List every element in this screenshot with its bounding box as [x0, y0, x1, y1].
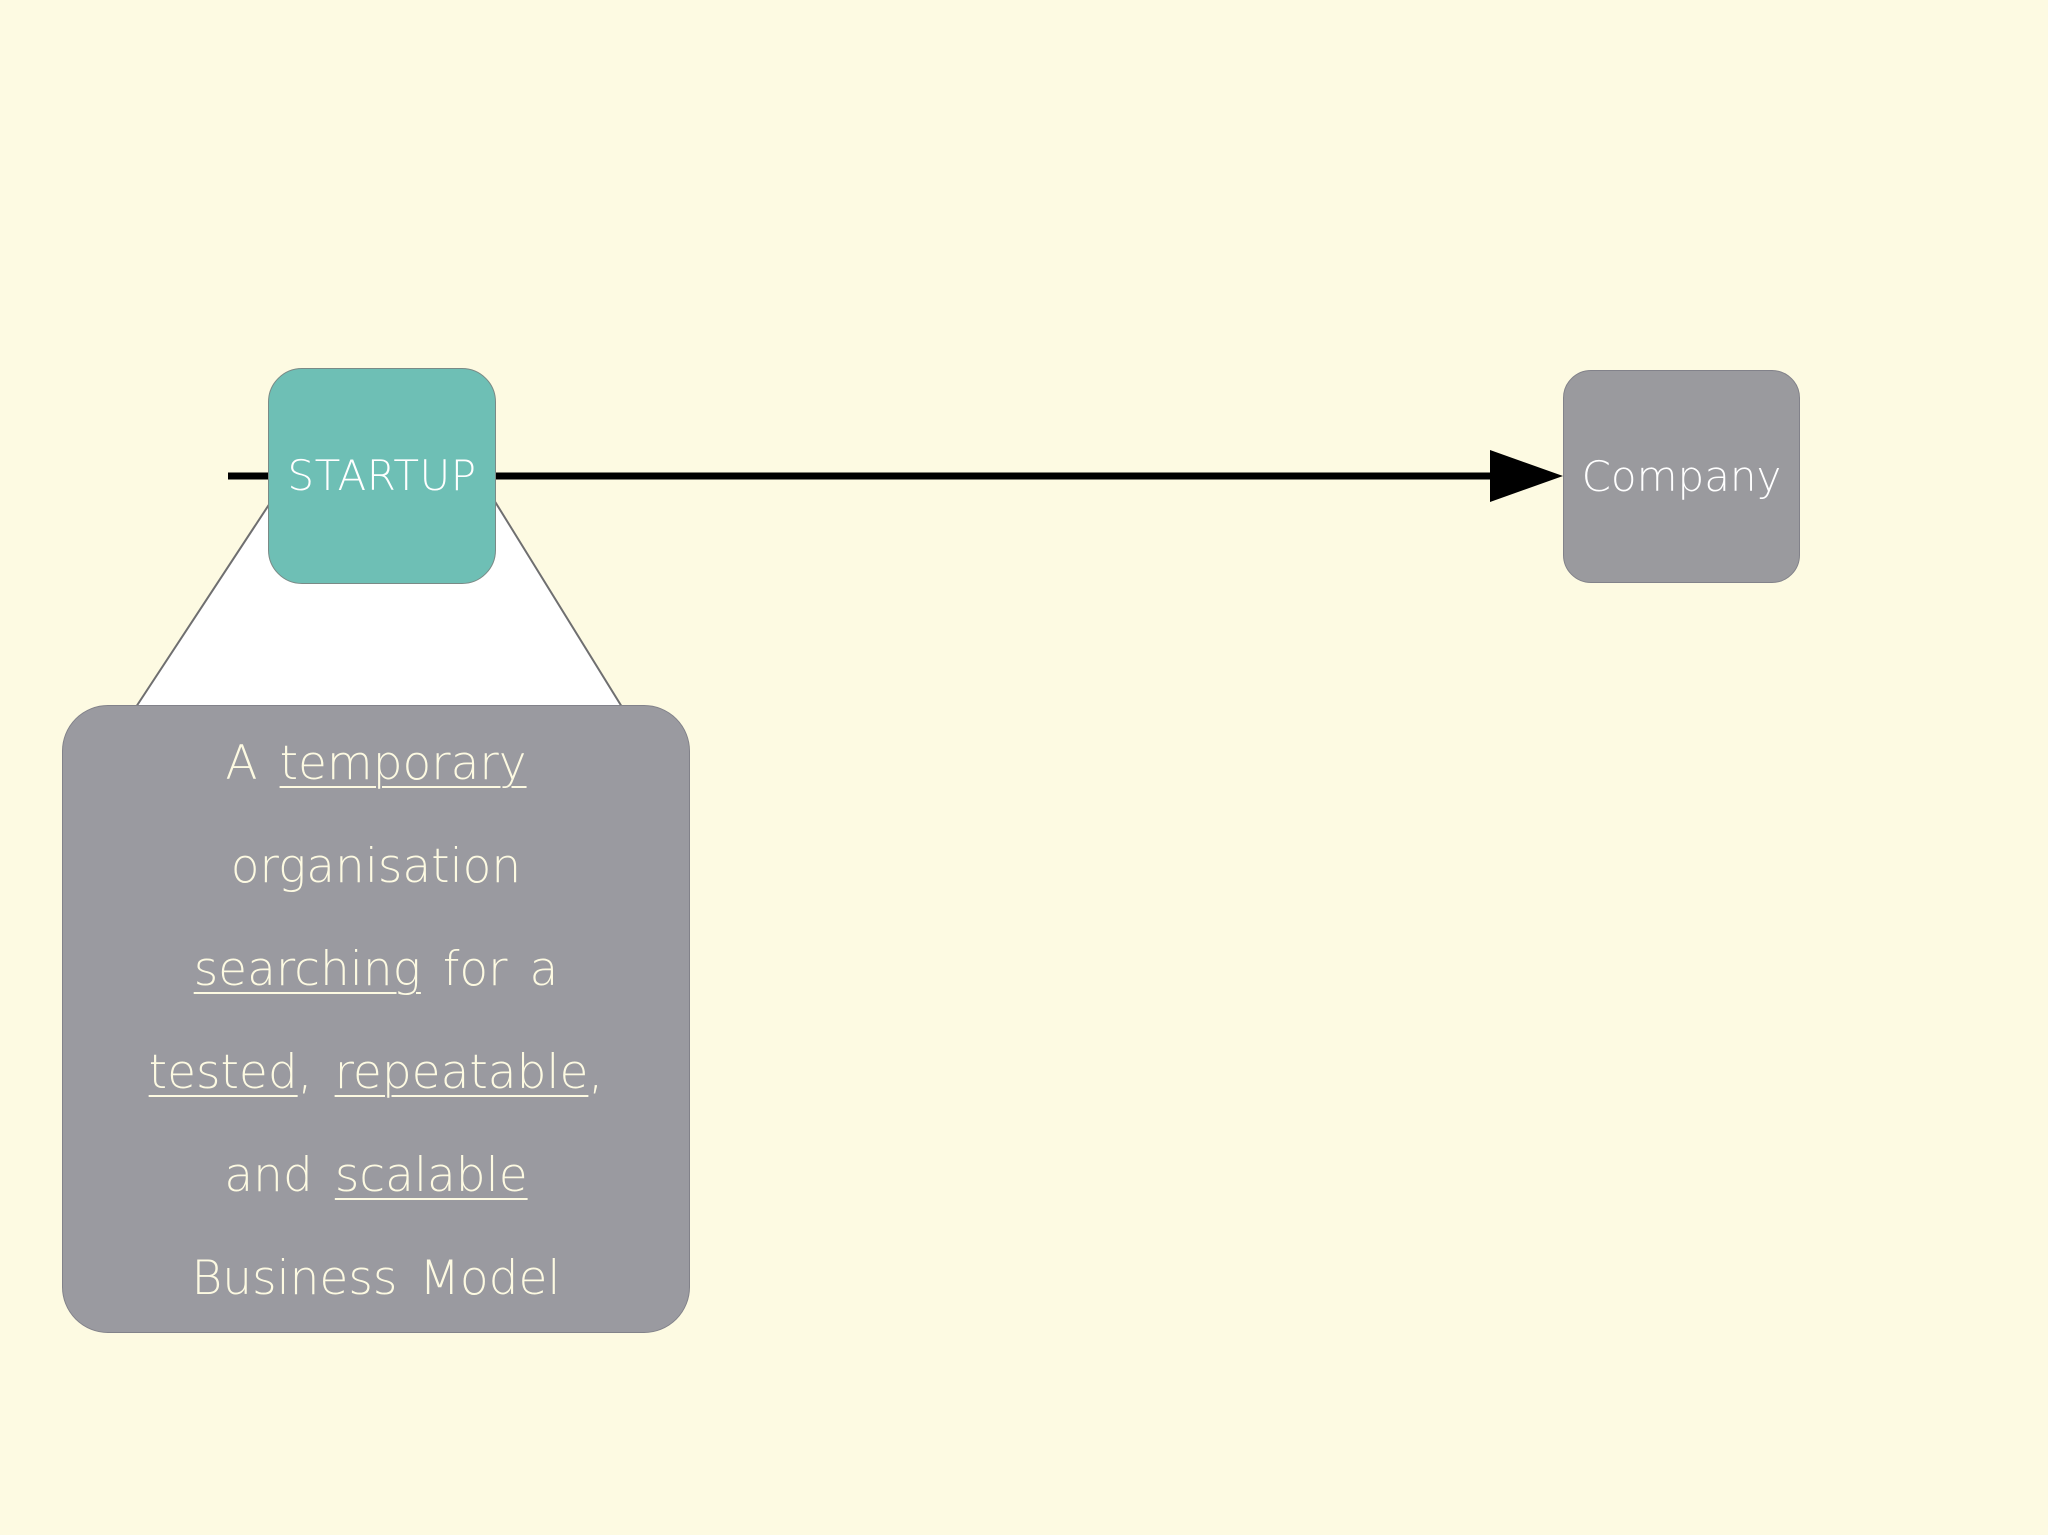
node-company[interactable]: Company: [1563, 370, 1800, 583]
callout-comma-2: ,: [588, 1045, 604, 1100]
arrowhead-icon: [1490, 450, 1563, 502]
callout-word-scalable: scalable: [334, 1148, 528, 1203]
callout-word-business: Business: [191, 1251, 398, 1306]
callout-word-repeatable: repeatable: [334, 1045, 589, 1100]
node-startup-label: STARTUP: [287, 451, 477, 500]
callout-word-for: for: [442, 942, 508, 997]
callout-line-4: tested,repeatable,: [149, 1021, 604, 1124]
node-startup[interactable]: STARTUP: [268, 368, 496, 584]
callout-comma-1: ,: [297, 1045, 313, 1100]
callout-word-a2: a: [529, 942, 559, 997]
callout-line-6: Business Model: [192, 1227, 561, 1330]
callout-word-tested: tested: [148, 1045, 298, 1100]
callout-line-5: and scalable: [224, 1124, 527, 1227]
callout-line-2: organisation: [231, 815, 521, 918]
node-company-label: Company: [1581, 451, 1782, 501]
callout-word-and: and: [224, 1148, 313, 1203]
callout-word-a: A: [225, 736, 258, 791]
callout-word-searching: searching: [193, 942, 421, 997]
callout-word-temporary: temporary: [279, 736, 527, 791]
callout-word-model: Model: [419, 1251, 561, 1306]
callout-word-organisation: organisation: [230, 839, 522, 894]
